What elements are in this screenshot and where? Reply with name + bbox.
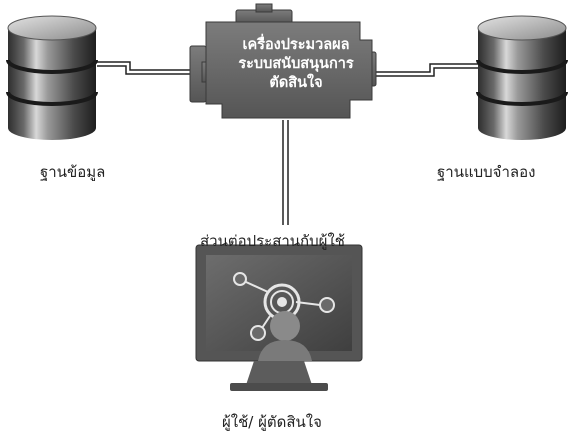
connector-left xyxy=(97,61,190,75)
engine-label-line3: ตัดสินใจ xyxy=(269,75,323,91)
engine-label-line1: เครื่องประมวลผล xyxy=(242,37,350,53)
database-icon xyxy=(6,15,98,140)
engine-icon xyxy=(189,3,377,119)
model-base-label: ฐานแบบจำลอง xyxy=(437,163,536,181)
user-interface-label: ส่วนต่อประสานกับผู้ใช้ xyxy=(200,232,345,250)
engine-label: เครื่องประมวลผล ระบบสนับสนุนการ ตัดสินใจ xyxy=(208,36,384,93)
connector-right xyxy=(372,63,478,77)
model-base-icon xyxy=(476,15,568,140)
user-icon xyxy=(258,311,312,361)
user-label: ผู้ใช้/ ผู้ตัดสินใจ xyxy=(222,413,322,431)
database-label: ฐานข้อมูล xyxy=(40,163,106,181)
engine-label-line2: ระบบสนับสนุนการ xyxy=(238,56,354,72)
connector-down xyxy=(282,120,289,225)
